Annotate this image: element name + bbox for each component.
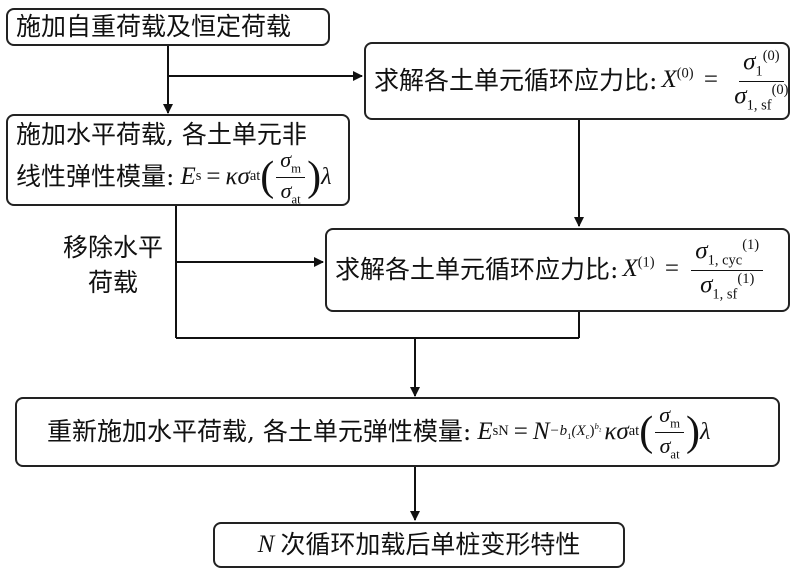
remove-horizontal-load-label: 移除水平 荷载 <box>62 233 163 297</box>
step-apply-self-weight: 施加自重荷载及恒定荷载 <box>6 8 330 46</box>
step-solve-stress-ratio-0: 求解各土单元循环应力比: X(0) = σ1(0) σ1, sf(0) <box>364 42 790 120</box>
n-symbol: N <box>257 531 275 559</box>
step-solve-stress-ratio-1: 求解各土单元循环应力比: X(1) = σ1, cyc(1) σ1, sf(1) <box>325 228 790 312</box>
step-reapply-horizontal-load-text: 重新施加水平荷载, 各土单元弹性模量: <box>47 417 472 447</box>
step-apply-horizontal-load-line1: 施加水平荷载, 各土单元非 <box>16 120 307 149</box>
step-apply-self-weight-text: 施加自重荷载及恒定荷载 <box>16 12 292 42</box>
formula-x0: X(0) = σ1(0) σ1, sf(0) <box>661 47 789 113</box>
step-deformation-result-text: 次循环加载后单桩变形特性 <box>280 530 581 560</box>
formula-x1: X(1) = σ1, cyc(1) σ1, sf(1) <box>622 237 765 302</box>
step-deformation-result: N 次循环加载后单桩变形特性 <box>213 522 625 568</box>
step-solve-stress-ratio-0-text: 求解各土单元循环应力比: <box>374 66 658 96</box>
step-solve-stress-ratio-1-text: 求解各土单元循环应力比: <box>335 255 619 285</box>
